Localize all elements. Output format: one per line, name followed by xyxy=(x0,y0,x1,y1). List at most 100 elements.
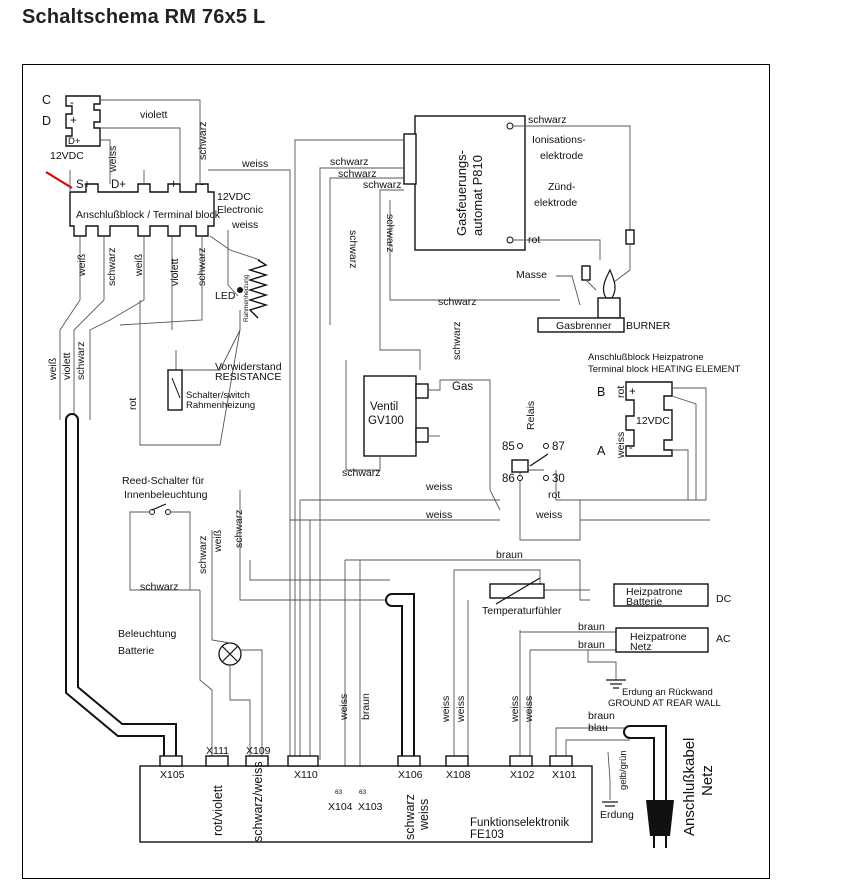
wire-schwarz-ga1: schwarz xyxy=(330,156,369,168)
x101-label: X101 xyxy=(552,769,577,781)
heating-12vdc-label: 12VDC xyxy=(636,415,670,427)
light-label-2: Batterie xyxy=(118,645,154,657)
wire-violett-left: violett xyxy=(61,352,73,380)
s-plus-label: S+ xyxy=(76,179,91,191)
wire-weiss-relay1: weiss xyxy=(425,481,452,493)
schwarz-weiss-label: schwarz/weiss xyxy=(251,761,265,842)
fe-label-1: Funktionselektronik xyxy=(470,817,569,829)
x106-label: X106 xyxy=(398,769,423,781)
reed-label-1: Reed-Schalter für xyxy=(122,475,205,487)
wire-schwarz-top: schwarz xyxy=(197,121,209,160)
tb-12vdc-label: 12VDC xyxy=(217,191,251,203)
wire-rot-zuend: rot xyxy=(528,234,540,246)
plus-label: + xyxy=(70,115,77,127)
rahmenheizung-label: Rahmenheizung xyxy=(243,274,250,322)
heizpatrone-dc-label-1: Heizpatrone xyxy=(626,586,683,598)
heating-plus-label: + xyxy=(629,386,636,398)
wire-schwarz-ga5: schwarz xyxy=(384,214,396,253)
wire-rot-heat: rot xyxy=(615,386,627,398)
wire-weiss-1: weiß xyxy=(76,254,88,277)
temp-sensor-label: Temperaturfühler xyxy=(482,605,562,617)
ionisation-label-1: Ionisations- xyxy=(532,134,586,146)
wire-schwarz-ga4: schwarz xyxy=(347,230,359,269)
tb-d-plus-label: D+ xyxy=(111,179,126,191)
12vdc-label: 12VDC xyxy=(50,150,84,162)
wire-schwarz-valve2: schwarz xyxy=(451,321,463,360)
valve-gas-label: Gas xyxy=(452,381,473,393)
heating-block-label-2: Terminal block HEATING ELEMENT xyxy=(588,364,741,375)
relay-85-label: 85 xyxy=(502,441,515,453)
terminal-block-label: Anschlußblock / Terminal block xyxy=(76,209,221,221)
n63a-label: 63 xyxy=(335,789,343,796)
temperature-sensor-icon xyxy=(489,577,545,605)
wire-weiss-led: weiss xyxy=(231,219,258,231)
wire-weiss-tb: weiss xyxy=(241,158,268,170)
x104-label: X104 xyxy=(328,801,353,813)
reed-switch-icon xyxy=(129,503,200,591)
fe103-box xyxy=(139,755,593,843)
burner-label-de: Gasbrenner xyxy=(556,320,612,332)
valve-label-2: GV100 xyxy=(368,415,404,427)
erdung-label: Erdung xyxy=(600,809,634,821)
minus-label: - xyxy=(70,97,74,109)
ionisation-electrode-icon xyxy=(625,229,635,245)
switch-label-1: Schalter/switch xyxy=(186,390,250,401)
wire-gelb-gruen: gelb/grün xyxy=(618,750,629,790)
heizpatrone-dc-tag: DC xyxy=(716,593,732,605)
heizpatrone-ac-label-2: Netz xyxy=(630,641,652,653)
plug-icon xyxy=(646,800,674,848)
wire-schwarz-1: schwarz xyxy=(106,247,118,286)
gas-automat-wires xyxy=(294,125,631,760)
wire-weiss-x108a: weiss xyxy=(440,696,452,723)
led-label: LED xyxy=(215,290,236,302)
center-cable xyxy=(385,593,415,767)
heating-b-label: B xyxy=(597,385,605,399)
ground-icon xyxy=(587,650,626,689)
light-wires xyxy=(199,490,390,760)
wire-weiss-relay3: weiss xyxy=(535,509,562,521)
masse-label: Masse xyxy=(516,269,547,281)
ground-label-1: Erdung an Rückwand xyxy=(622,687,713,698)
rot-violett-label: rot/violett xyxy=(211,785,225,836)
reed-label-2: Innenbeleuchtung xyxy=(124,489,208,501)
wire-weiss-top: weiss xyxy=(107,146,119,173)
terminal-d-label: D xyxy=(42,114,51,128)
wire-schwarz-reed2: schwarz xyxy=(197,535,209,574)
wire-weiss-relay2: weiss xyxy=(425,509,452,521)
heating-a-label: A xyxy=(597,444,606,458)
wire-weiss-x108b: weiss xyxy=(455,696,467,723)
wire-braun-2: braun xyxy=(578,621,605,633)
wire-braun-mains: braun xyxy=(588,710,615,722)
x105-label: X105 xyxy=(160,769,185,781)
lamp-icon xyxy=(218,642,242,666)
zuend-label-1: Zünd- xyxy=(548,181,576,193)
cable-label-1: Anschlußkabel xyxy=(681,738,698,836)
heating-block-label-1: Anschlußblock Heizpatrone xyxy=(588,352,704,363)
wire-schwarz-reed: schwarz xyxy=(140,581,179,593)
relay-86-label: 86 xyxy=(502,473,515,485)
cable-label-2: Netz xyxy=(699,765,716,796)
heizpatrone-ac-label-1: Heizpatrone xyxy=(630,631,687,643)
wire-violett-1: violett xyxy=(169,258,181,286)
12v-input-terminals: C D - + D+ 12VDC xyxy=(42,93,101,162)
wire-schwarz-ga3: schwarz xyxy=(363,179,402,191)
wire-blau-mains: blau xyxy=(588,722,608,734)
wire-weiss-x104: weiss xyxy=(338,694,350,721)
resistance-label-1: Vorwiderstand xyxy=(215,361,282,373)
valve-box xyxy=(345,360,491,471)
heating-wires xyxy=(290,387,710,541)
fe-label-2: FE103 xyxy=(470,829,504,841)
zuend-electrode-icon xyxy=(581,265,591,281)
red-pointer-arrow xyxy=(45,171,73,189)
tb-down-wires xyxy=(59,235,261,446)
tb-minus-label: - xyxy=(200,177,204,191)
left-cable xyxy=(65,413,177,767)
relay-icon xyxy=(511,443,549,481)
wire-schwarz-ga2: schwarz xyxy=(338,168,377,180)
zuend-label-2: elektrode xyxy=(534,197,577,209)
d-plus-label: D+ xyxy=(68,136,81,147)
flame-icon xyxy=(597,268,621,319)
relay-30-label: 30 xyxy=(552,473,565,485)
led-icon xyxy=(227,230,243,297)
